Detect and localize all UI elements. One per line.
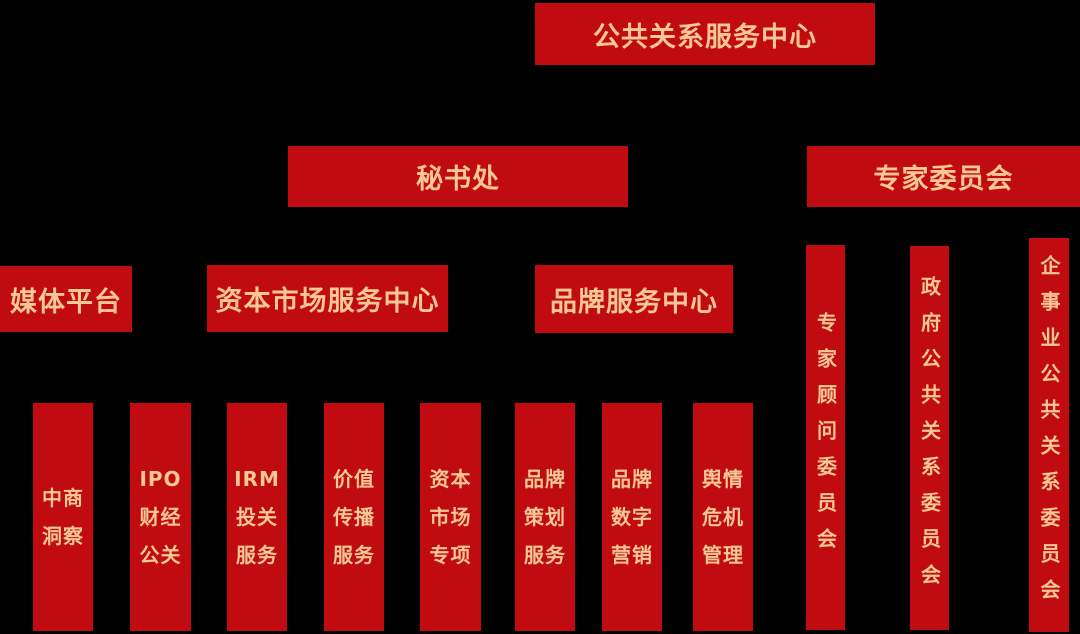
org-node-committee-enterprise-public-pr: 企事业公共关系委员会 (1029, 238, 1069, 632)
org-node-dept-brand-digital-marketing: 品牌 数字 营销 (602, 403, 662, 631)
org-node-dept-ipo-financial-pr: IPO 财经 公关 (130, 403, 191, 631)
org-node-dept-value-communication: 价值 传播 服务 (324, 403, 384, 631)
org-node-capital-market-service-center: 资本市场服务中心 (207, 265, 448, 332)
org-node-root-public-relations-service-center: 公共关系服务中心 (535, 3, 875, 65)
org-node-secretariat: 秘书处 (288, 146, 628, 207)
org-node-expert-committee: 专家委员会 (807, 146, 1080, 207)
org-node-media-platform: 媒体平台 (0, 266, 132, 332)
org-node-dept-zhongshang-insight: 中商 洞察 (33, 403, 93, 631)
org-node-committee-expert-advisory: 专家顾问委员会 (806, 245, 845, 630)
org-node-committee-government-pr: 政府公共关系委员会 (910, 246, 949, 630)
org-node-dept-brand-planning: 品牌 策划 服务 (515, 403, 575, 631)
org-node-dept-capital-market-special: 资本 市场 专项 (420, 403, 481, 631)
org-node-brand-service-center: 品牌服务中心 (535, 265, 733, 333)
org-node-dept-opinion-crisis-management: 舆情 危机 管理 (693, 403, 753, 631)
org-node-dept-irm-investor-relations: IRM 投关 服务 (227, 403, 287, 631)
